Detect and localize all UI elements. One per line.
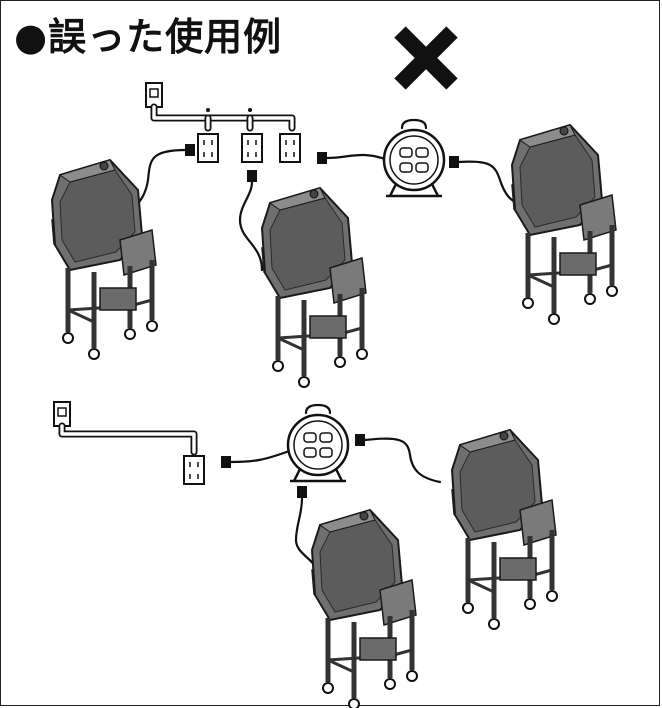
- roasting-machine-icon: [52, 160, 157, 359]
- wall-outlet-icon: [279, 133, 301, 163]
- roasting-machine-icon: [262, 188, 367, 387]
- plug-icon: [297, 486, 307, 498]
- plug-icon: [247, 170, 257, 182]
- plug-icon: [355, 434, 365, 446]
- wall-outlet-icon: [183, 455, 205, 485]
- plug-icon: [317, 152, 327, 164]
- wall-outlet-icon: [197, 133, 219, 163]
- breaker-switch-icon: [145, 82, 163, 108]
- breaker-switch-icon: [53, 401, 71, 427]
- cord-reel-icon: [286, 403, 350, 483]
- plug-icon: [221, 456, 231, 468]
- wall-outlet-icon: [241, 133, 263, 163]
- cord-reel-icon: [382, 118, 446, 198]
- cross-mark-icon: [394, 26, 458, 90]
- roasting-machine-icon: [452, 430, 557, 629]
- roasting-machine-icon: [512, 125, 617, 324]
- plug-icon: [449, 156, 459, 168]
- page-title: ●誤った使用例: [14, 15, 283, 59]
- roasting-machine-icon: [312, 510, 417, 708]
